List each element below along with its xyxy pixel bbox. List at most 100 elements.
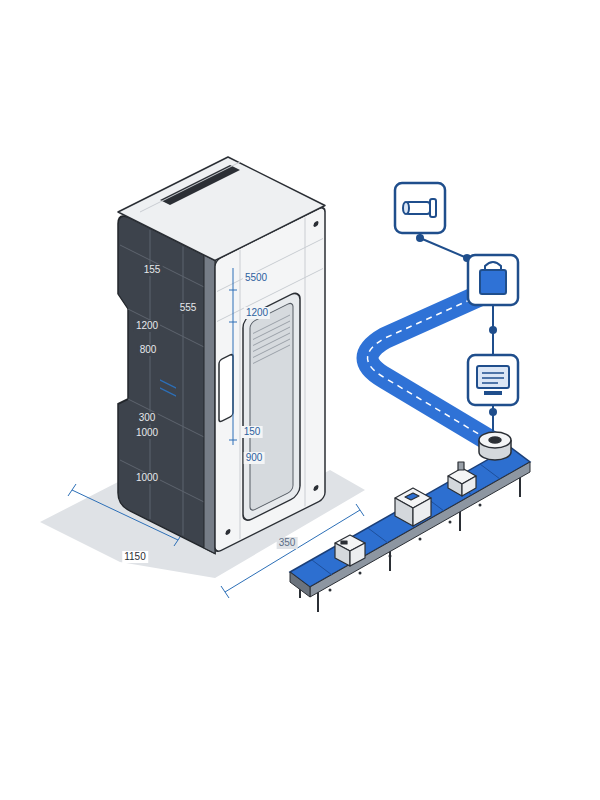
dimension-line xyxy=(229,268,237,445)
cabinet-left-face xyxy=(160,380,176,388)
cabinet-left-face xyxy=(204,255,215,554)
wire-dot xyxy=(489,408,497,416)
monitor-icon xyxy=(477,366,509,388)
conveyor-belt xyxy=(419,538,422,541)
pipe-icon xyxy=(403,202,409,214)
conveyor-belt xyxy=(310,462,530,597)
package-box xyxy=(395,498,413,526)
conveyor-belt xyxy=(459,511,461,531)
conveyor-belt xyxy=(290,447,530,612)
wire-dot xyxy=(489,326,497,334)
dimension-label: 1150 xyxy=(122,551,148,563)
conveyor-belt xyxy=(480,464,500,479)
conveyor-belt xyxy=(312,560,332,575)
dimension-line xyxy=(229,290,237,291)
bag-icon xyxy=(468,255,518,305)
pipe-icon xyxy=(395,183,445,233)
monitor-icon xyxy=(468,355,518,405)
cabinet-top-face xyxy=(118,157,325,261)
package-box xyxy=(335,543,350,566)
package-box xyxy=(448,476,462,496)
conveyor-belt xyxy=(290,572,310,597)
dimension-label: 5500 xyxy=(243,272,269,284)
cabinet-left-face xyxy=(120,245,205,288)
dimension-label: 1200 xyxy=(244,307,270,319)
monitor-icon xyxy=(468,355,518,405)
package-box xyxy=(405,493,419,500)
conveyor-belt xyxy=(519,477,521,497)
conveyor-belt xyxy=(449,521,452,524)
cabinet-left-face xyxy=(118,212,215,554)
conveyor-belt xyxy=(368,528,388,543)
cabinet-front-face xyxy=(314,220,319,228)
dimension-label: 350 xyxy=(277,537,298,549)
cabinet-front-face xyxy=(314,484,319,492)
package-box xyxy=(413,498,431,526)
dimension-label: 800 xyxy=(138,344,159,356)
roller-motor xyxy=(489,437,501,443)
cabinet-front-face xyxy=(217,209,323,551)
cabinet-left-face xyxy=(120,215,205,547)
roller-motor xyxy=(479,432,511,460)
cabinet-front-face xyxy=(253,315,290,364)
conveyor-belt xyxy=(300,477,520,612)
conveyor-belt xyxy=(389,551,391,571)
monitor-icon xyxy=(482,382,498,384)
package-box xyxy=(341,541,347,544)
conveyor-belt xyxy=(317,592,319,612)
wire-dot xyxy=(416,234,424,242)
conveyor-belt xyxy=(290,447,530,587)
bag-icon xyxy=(485,262,501,270)
bag-icon xyxy=(480,270,506,294)
pipe-icon xyxy=(395,183,445,233)
cabinet-front-face xyxy=(226,528,231,536)
dimension-label: 555 xyxy=(178,302,199,314)
conveyor-belt xyxy=(389,555,392,558)
monitor-icon xyxy=(482,372,504,374)
cabinet-front-face xyxy=(219,354,233,423)
package-box xyxy=(458,462,464,470)
dimension-label: 1000 xyxy=(134,472,160,484)
dimension-line xyxy=(221,586,229,598)
cabinet-top-face xyxy=(160,165,240,205)
dimension-line xyxy=(229,322,237,323)
monitor-icon xyxy=(484,391,502,395)
conveyor-belt xyxy=(312,464,500,575)
cabinet-front-face xyxy=(243,290,300,524)
package-box xyxy=(335,462,476,566)
dimension-label: 155 xyxy=(142,264,163,276)
dimension-line xyxy=(356,504,364,516)
cabinet-top-face xyxy=(140,162,240,212)
cabinet-left-face xyxy=(118,212,215,554)
package-box xyxy=(462,476,476,496)
cabinet-front-face xyxy=(250,302,293,513)
dimension-label: 900 xyxy=(244,452,265,464)
conveyor-belt xyxy=(359,572,362,575)
dimension-line xyxy=(233,268,234,445)
dimension-line xyxy=(68,484,76,496)
cabinet-front-face xyxy=(304,218,305,507)
roller-motor xyxy=(479,432,511,448)
cabinet-front-face xyxy=(215,206,325,554)
cabinet-left-face xyxy=(128,309,205,348)
cabinet-front-face xyxy=(215,206,325,554)
dimension-label: 300 xyxy=(137,412,158,424)
cabinet-front-face xyxy=(239,250,240,539)
dimension-label: 150 xyxy=(242,426,263,438)
dimension-label: 1200 xyxy=(134,320,160,332)
cabinet-front-face xyxy=(253,345,290,364)
cabinet-left-face xyxy=(160,388,176,396)
package-box xyxy=(350,543,365,566)
icon-wire xyxy=(420,233,467,258)
monitor-icon xyxy=(482,377,504,379)
conveyor-belt xyxy=(479,504,482,507)
bag-icon xyxy=(468,255,518,305)
dimension-label: 1000 xyxy=(134,427,160,439)
cabinet-top-face xyxy=(118,157,325,261)
cabinet-left-face xyxy=(120,460,205,503)
cabinet-left-face xyxy=(160,380,176,396)
dimension-line xyxy=(229,440,237,441)
conveyor-belt xyxy=(329,589,332,592)
